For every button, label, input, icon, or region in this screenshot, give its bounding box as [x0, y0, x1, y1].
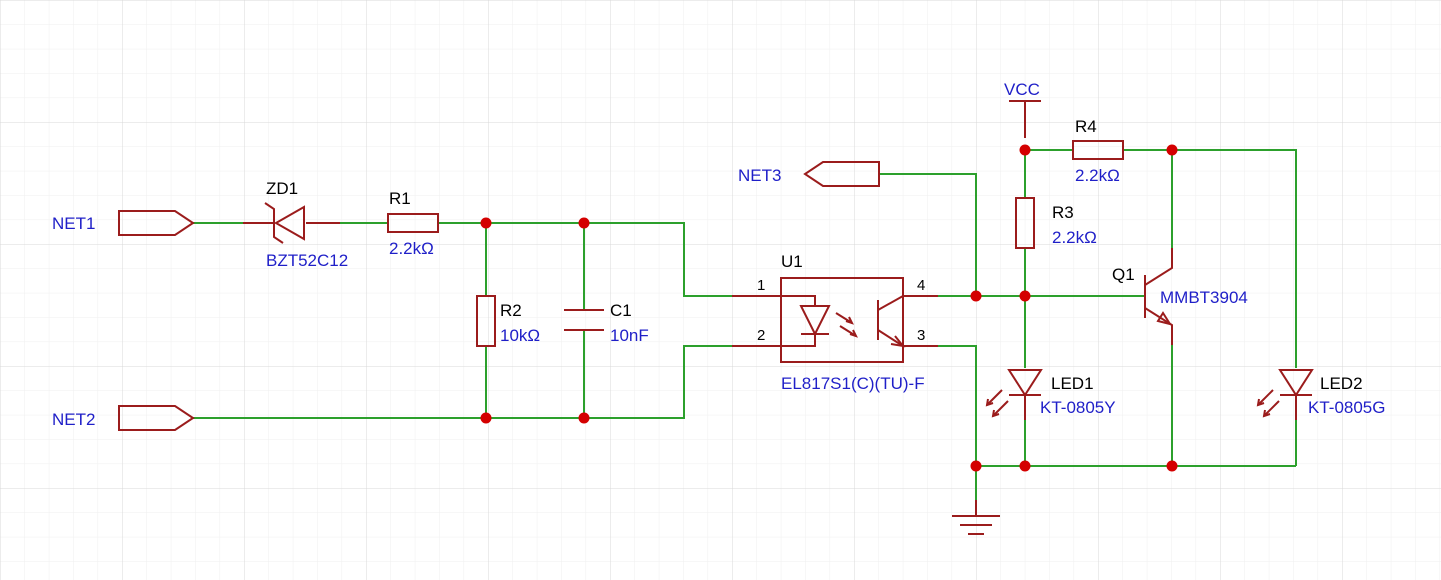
vcc-label: VCC — [1004, 80, 1040, 99]
u1-pin2: 2 — [757, 327, 765, 344]
net2-port: NET2 — [52, 405, 195, 431]
r1-ref: R1 — [389, 189, 411, 208]
optocoupler-u1: 1 2 3 4 U1 EL817S1(C)(TU)-F — [732, 252, 938, 393]
zd1-ref: ZD1 — [266, 179, 298, 198]
ground-symbol — [952, 500, 1000, 535]
c1-value: 10nF — [610, 326, 649, 345]
r4-value: 2.2kΩ — [1075, 166, 1120, 185]
r4-ref: R4 — [1075, 117, 1097, 136]
u1-pin4: 4 — [917, 277, 925, 294]
q1-ref: Q1 — [1112, 265, 1135, 284]
zener-diode-zd1: ZD1 BZT52C12 — [243, 179, 348, 270]
led-led2: LED2 KT-0805G — [1256, 369, 1386, 420]
led1-ref: LED1 — [1051, 374, 1094, 393]
led1-value: KT-0805Y — [1040, 398, 1116, 417]
net1-port: NET1 — [52, 210, 195, 236]
r3-value: 2.2kΩ — [1052, 228, 1097, 247]
q1-value: MMBT3904 — [1160, 288, 1248, 307]
net3-port: NET3 — [738, 161, 880, 187]
transistor-q1: Q1 MMBT3904 — [1112, 248, 1248, 345]
resistor-r2: R2 10kΩ — [476, 295, 540, 347]
led-led1: LED1 KT-0805Y — [985, 369, 1116, 420]
resistor-r3: R3 2.2kΩ — [1015, 197, 1097, 249]
led2-ref: LED2 — [1320, 374, 1363, 393]
wires — [193, 149, 1297, 516]
capacitor-c1: C1 10nF — [564, 301, 649, 345]
net1-label: NET1 — [52, 214, 95, 233]
zd1-value: BZT52C12 — [266, 251, 348, 270]
vcc-symbol: VCC — [1004, 80, 1041, 138]
net3-label: NET3 — [738, 166, 781, 185]
net2-label: NET2 — [52, 410, 95, 429]
u1-value: EL817S1(C)(TU)-F — [781, 374, 925, 393]
u1-ref: U1 — [781, 252, 803, 271]
r2-ref: R2 — [500, 301, 522, 320]
resistor-r4: R4 2.2kΩ — [1072, 117, 1124, 185]
resistor-r1: R1 2.2kΩ — [387, 189, 439, 258]
r3-ref: R3 — [1052, 203, 1074, 222]
junctions — [480, 144, 1178, 472]
led2-value: KT-0805G — [1308, 398, 1386, 417]
u1-pin3: 3 — [917, 327, 925, 344]
r1-value: 2.2kΩ — [389, 239, 434, 258]
r2-value: 10kΩ — [500, 326, 540, 345]
u1-pin1: 1 — [757, 277, 765, 294]
c1-ref: C1 — [610, 301, 632, 320]
